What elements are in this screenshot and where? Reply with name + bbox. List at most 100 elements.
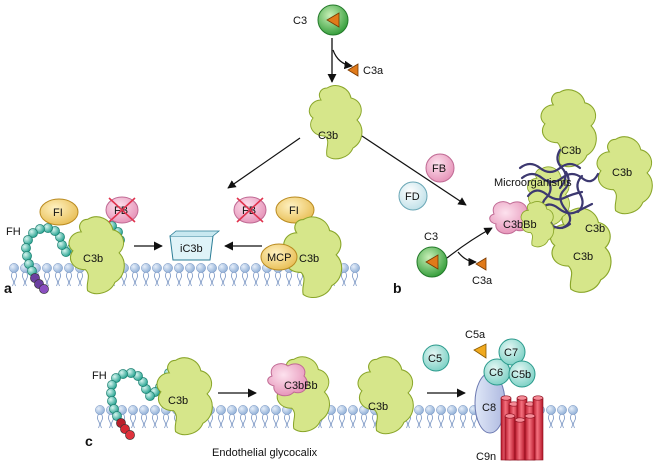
lipid-head bbox=[195, 262, 207, 287]
panel-a-fi-right: FI bbox=[275, 196, 315, 224]
panel-b-c3a-label: C3a bbox=[472, 275, 493, 287]
lipid-head bbox=[546, 404, 556, 429]
panel-a-fh-label: FH bbox=[6, 226, 21, 238]
panel-a-c3b-right-label: C3b bbox=[299, 253, 319, 265]
panel-b-c3b-1-label: C3b bbox=[561, 145, 581, 157]
lipid-head bbox=[435, 404, 447, 429]
panel-b-c3-label: C3 bbox=[424, 231, 438, 243]
panel-c-c5b-label: C5b bbox=[511, 369, 531, 381]
lipid-head bbox=[151, 262, 163, 287]
blocked-cross-icon bbox=[236, 197, 264, 223]
panel-b-c3-molecule bbox=[416, 246, 448, 278]
lipid-head bbox=[149, 404, 161, 429]
panel-b-fb-label: FB bbox=[432, 163, 446, 175]
lipid-head bbox=[206, 262, 218, 287]
panel-a-mcp: MCP bbox=[260, 243, 298, 271]
lipid-head bbox=[217, 262, 229, 287]
lipid-head bbox=[424, 404, 436, 429]
fh-bead bbox=[22, 251, 32, 261]
lipid-head bbox=[270, 404, 282, 429]
lipid-head bbox=[127, 404, 139, 429]
arrow-to-panel-a bbox=[227, 137, 301, 189]
lipid-head bbox=[162, 262, 174, 287]
panel-c-glycocalix-label: Endothelial glycocalix bbox=[212, 447, 318, 459]
lipid-head bbox=[248, 404, 260, 429]
panel-c-c5-label: C5 bbox=[428, 353, 442, 365]
arrow-to-panel-b bbox=[361, 135, 467, 206]
panel-c-c3bbb: C3bBb bbox=[267, 356, 330, 433]
lipid-head bbox=[173, 262, 185, 287]
panel-a-ic3b-box: iC3b bbox=[169, 230, 221, 261]
panel-b-c3a-icon bbox=[475, 257, 487, 271]
panel-a-fb-left-blocked: FB bbox=[105, 196, 139, 224]
lipid-head bbox=[557, 404, 567, 429]
fh-bead bbox=[125, 430, 135, 440]
c9n-cylinder bbox=[504, 413, 516, 461]
top-c3a-label: C3a bbox=[363, 65, 384, 77]
blocked-cross-icon bbox=[108, 197, 136, 223]
lipid-head bbox=[64, 262, 74, 287]
panel-a-c3b-left-label: C3b bbox=[83, 253, 103, 265]
panel-b-c3b-4-label: C3b bbox=[573, 251, 593, 263]
panel-b-c3b-2-label: C3b bbox=[612, 167, 632, 179]
c3a-triangle-icon bbox=[326, 12, 340, 28]
lipid-head bbox=[138, 404, 150, 429]
lipid-head bbox=[446, 404, 458, 429]
panel-c-c8-label: C8 bbox=[482, 402, 496, 414]
lipid-head bbox=[250, 262, 262, 287]
panel-c-c5b: C5b bbox=[508, 360, 536, 388]
panel-a-mcp-label: MCP bbox=[267, 252, 291, 264]
panel-c-c9n-label: C9n bbox=[476, 451, 496, 463]
panel-c-c3b-2 bbox=[357, 356, 414, 435]
panel-c-c6-label: C6 bbox=[489, 367, 503, 379]
lipid-head bbox=[413, 404, 425, 429]
panel-c-c3b-2-label: C3b bbox=[368, 401, 388, 413]
lipid-head bbox=[53, 262, 63, 287]
panel-c-c5a-icon bbox=[473, 343, 487, 359]
top-c3-label: C3 bbox=[293, 15, 307, 27]
lipid-head bbox=[184, 262, 196, 287]
lipid-head bbox=[281, 404, 293, 429]
lipid-head bbox=[42, 262, 52, 287]
panel-c-c9n-pore bbox=[500, 395, 544, 461]
c9n-cylinder bbox=[524, 413, 536, 461]
panel-a-letter: a bbox=[4, 280, 12, 296]
panel-b-fd: FD bbox=[398, 181, 428, 211]
lipid-head bbox=[129, 262, 141, 287]
panel-c-c3bbb-label: C3bBb bbox=[284, 380, 318, 392]
panel-c-c3b-1-label: C3b bbox=[168, 395, 188, 407]
lipid-head bbox=[95, 404, 105, 429]
top-c3a-icon bbox=[347, 63, 359, 77]
lipid-head bbox=[259, 404, 271, 429]
panel-b-c3a-arrow bbox=[457, 251, 477, 267]
lipid-head bbox=[457, 404, 469, 429]
top-c3b-molecule bbox=[308, 85, 363, 160]
panel-b-c3b-3-label: C3b bbox=[585, 223, 605, 235]
panel-c-c5: C5 bbox=[422, 344, 450, 372]
panel-b-c3-arrow bbox=[446, 227, 493, 259]
c9n-cylinder bbox=[514, 417, 526, 461]
panel-c-c5a-label: C5a bbox=[465, 329, 486, 341]
fh-bead bbox=[107, 396, 117, 406]
lipid-head bbox=[215, 404, 227, 429]
panel-b-letter: b bbox=[393, 280, 402, 296]
panel-a-ic3b-label: iC3b bbox=[180, 243, 203, 255]
lipid-head bbox=[349, 262, 361, 287]
fh-bead bbox=[23, 235, 33, 245]
lipid-head bbox=[228, 262, 240, 287]
top-c3-molecule bbox=[317, 4, 349, 36]
lipid-head bbox=[226, 404, 238, 429]
panel-b-c3bbb-label: C3bBb bbox=[503, 219, 537, 231]
panel-b-microorganisms-label: Microorganisms bbox=[494, 177, 572, 189]
panel-a-fb-right-blocked: FB bbox=[233, 196, 267, 224]
panel-c-c7: C7 bbox=[498, 338, 526, 366]
fh-bead bbox=[28, 228, 38, 238]
panel-b-fb: FB bbox=[425, 153, 455, 183]
lipid-head bbox=[568, 404, 578, 429]
panel-b-c3bbb: C3bBb bbox=[489, 201, 555, 248]
lipid-head bbox=[237, 404, 249, 429]
panel-a-fi-right-label: FI bbox=[289, 205, 299, 217]
top-c3b-label: C3b bbox=[318, 130, 338, 142]
fh-bead bbox=[57, 240, 67, 250]
